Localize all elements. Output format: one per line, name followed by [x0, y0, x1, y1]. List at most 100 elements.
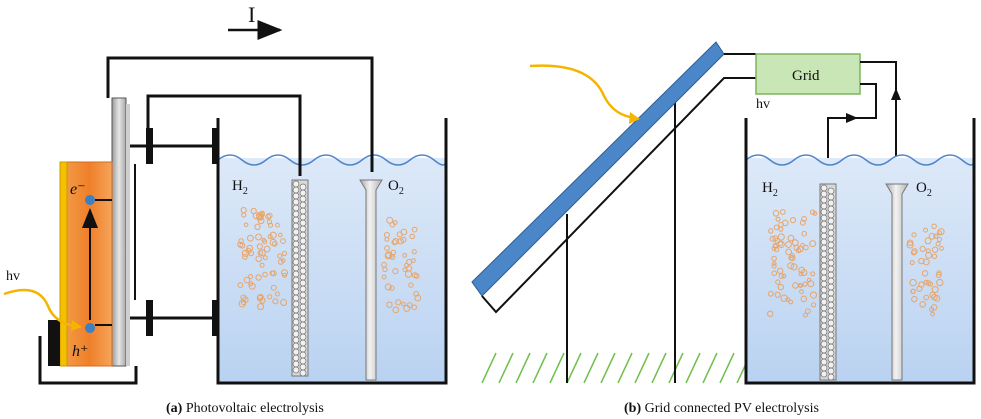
rod-bead [299, 357, 307, 365]
gas-bubble [921, 270, 929, 277]
gas-bubble [381, 261, 387, 268]
rod-bead [820, 340, 828, 348]
wire-a-outer [106, 56, 374, 172]
pv-panel-back [481, 77, 756, 314]
gas-bubble [391, 239, 398, 246]
gas-bubble [811, 302, 817, 308]
gas-bubble [270, 284, 277, 291]
rod-bead [299, 255, 307, 263]
gas-bubble [259, 211, 265, 218]
gas-bubble [771, 270, 778, 277]
gas-bubble [384, 283, 392, 291]
gas-bubble [909, 278, 917, 287]
gas-bubble [787, 262, 795, 270]
gas-bubble [774, 237, 781, 244]
gas-bubble [924, 237, 932, 245]
o2-bubbles-b [906, 223, 945, 317]
gas-bubble [384, 252, 392, 260]
gas-bubble [936, 230, 943, 236]
base-block-a [48, 320, 60, 366]
rod-bead [820, 304, 828, 312]
gas-bubble [262, 255, 268, 261]
rod-bead [827, 337, 835, 345]
rod-bead [827, 307, 835, 315]
gas-bubble [259, 262, 265, 268]
rod-bead [292, 324, 300, 332]
gas-bubble [785, 248, 792, 256]
tank-a [216, 118, 448, 385]
gas-bubble [402, 253, 408, 258]
rod-bead [292, 366, 300, 374]
wire-grid-arrow-right [846, 113, 858, 123]
gas-bubble [243, 222, 249, 228]
electron-label: e⁻ [70, 181, 86, 198]
hatch-line [617, 352, 633, 384]
gas-bubble [799, 289, 804, 295]
light-ray-a-head [71, 320, 82, 331]
rod-bead [827, 253, 835, 261]
clamp-top-left [146, 128, 153, 164]
gas-bubble [930, 311, 935, 317]
gas-bubble [270, 270, 277, 277]
rod-bead [820, 334, 828, 342]
gas-bubble [788, 254, 794, 261]
gas-bubble [931, 253, 938, 259]
gas-bubble [269, 238, 277, 247]
rod-bead [299, 231, 307, 239]
rod-bead [820, 244, 828, 252]
hatch-line [498, 352, 514, 384]
rod-bead [827, 331, 835, 339]
gas-bubble [265, 213, 272, 220]
rod-bead [827, 325, 835, 333]
rod-bead [827, 373, 835, 381]
rod-bead [292, 198, 300, 206]
rod-bead [299, 237, 307, 245]
rod-bead [299, 369, 307, 377]
rod-bead [292, 246, 300, 254]
rod-bead [299, 201, 307, 209]
rod-bead [292, 180, 300, 188]
current-label: I [248, 2, 255, 27]
gas-bubble [801, 230, 808, 237]
rod-bead [299, 189, 307, 197]
rod-bead [292, 306, 300, 314]
gas-bubble [771, 255, 777, 262]
gas-bubble [931, 223, 937, 230]
rod-bead [820, 310, 828, 318]
hole-dot [85, 323, 95, 333]
rod-bead [292, 342, 300, 350]
rod-bead [827, 241, 835, 249]
electrolyte-a [218, 158, 446, 383]
gas-bubble [266, 219, 272, 225]
rod-bead [292, 294, 300, 302]
rod-bead [820, 358, 828, 366]
rod-bead [820, 220, 828, 228]
rod-bead [292, 312, 300, 320]
rod-bead [820, 190, 828, 198]
rod-bead [820, 346, 828, 354]
rod-bead [292, 216, 300, 224]
rod-bead [820, 268, 828, 276]
gas-bubble [782, 219, 789, 227]
rod-bead [820, 286, 828, 294]
rod-bead [292, 330, 300, 338]
gas-bubble [796, 245, 804, 253]
gas-bubble [925, 248, 931, 254]
gas-bubble [911, 232, 917, 238]
gas-bubble [790, 263, 798, 271]
gas-bubble [769, 235, 776, 242]
rod-bead [827, 271, 835, 279]
rod-bead [827, 355, 835, 363]
rod-bead [292, 336, 300, 344]
rod-bead [827, 193, 835, 201]
rod-bead [820, 202, 828, 210]
h2-bubbles-a [237, 207, 288, 311]
gas-bubble [414, 294, 422, 302]
rod-bead [820, 196, 828, 204]
gas-bubble [937, 228, 945, 236]
gas-bubble [409, 233, 416, 240]
rod-bead [292, 252, 300, 260]
tank-b [744, 118, 976, 385]
rod-bead [292, 276, 300, 284]
rod-bead [827, 343, 835, 351]
